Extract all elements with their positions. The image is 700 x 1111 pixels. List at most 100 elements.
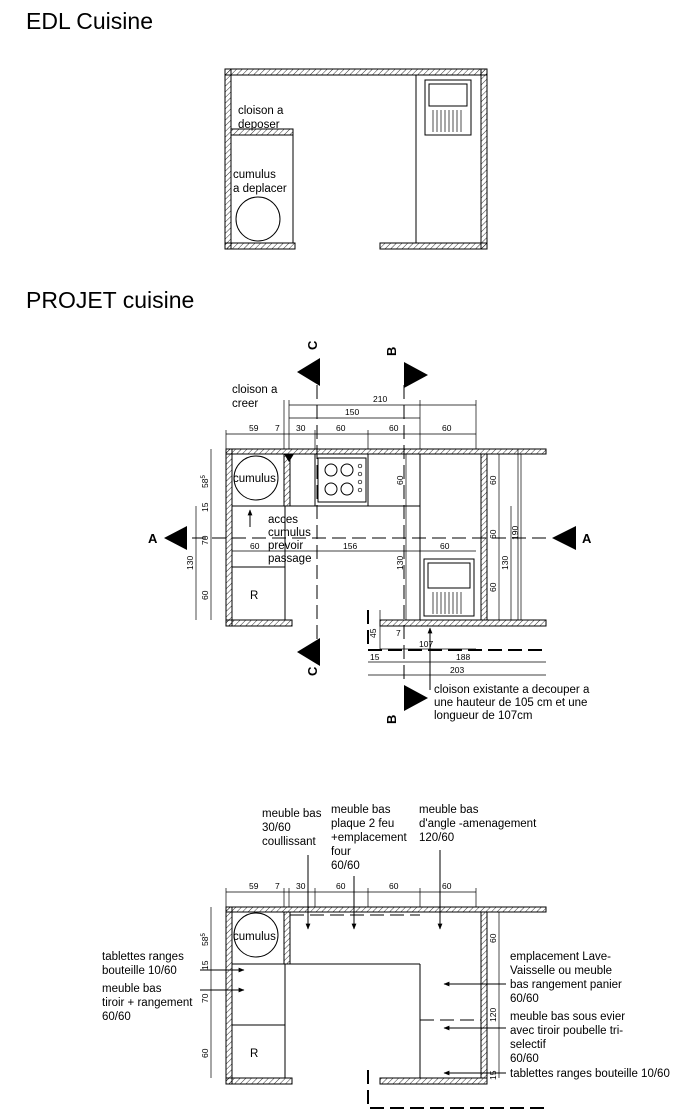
svg-text:15: 15: [200, 960, 210, 970]
plan3-wall-right-inner: [480, 911, 488, 1079]
svg-text:60: 60: [440, 541, 450, 551]
edl-title: EDL Cuisine: [26, 8, 153, 34]
svg-text:60: 60: [488, 475, 498, 485]
svg-text:130: 130: [185, 556, 195, 570]
projet-wall-top: [225, 448, 547, 455]
projet-dimensions: 210 150 59 7 30 60 60 60 585 15 70 60 13…: [185, 394, 546, 676]
svg-text:60: 60: [442, 881, 452, 891]
svg-text:130: 130: [395, 556, 405, 570]
svg-text:188: 188: [456, 652, 470, 662]
projet-label-cloison-creer: cloison a creer: [232, 384, 281, 410]
svg-text:60: 60: [488, 529, 498, 539]
projet-label-r: R: [250, 590, 258, 602]
edl-label-cloison: cloison a deposer: [238, 105, 287, 131]
plan3-wall-bottom-left: [225, 1077, 293, 1085]
projet-wall-bottom-left: [225, 619, 293, 627]
svg-text:60: 60: [250, 541, 260, 551]
svg-text:7: 7: [396, 628, 401, 638]
svg-text:45: 45: [368, 628, 378, 638]
edl-partition-to-remove: [230, 128, 294, 136]
projet-cumulus-tank: [233, 455, 279, 501]
plan3-wall-bottom-right: [379, 1077, 488, 1085]
plan3-label-cumulus: cumulus: [233, 931, 276, 943]
svg-text:107: 107: [419, 639, 433, 649]
svg-text:190: 190: [510, 526, 520, 540]
section-a-label-right: A: [582, 531, 592, 546]
projet-label-cloison-existante: cloison existante a decouper a une haute…: [434, 684, 593, 722]
svg-text:7: 7: [275, 881, 280, 891]
section-c-arrow-top: [297, 358, 320, 386]
svg-text:120: 120: [488, 1008, 498, 1022]
svg-text:60: 60: [488, 933, 498, 943]
svg-text:130: 130: [500, 556, 510, 570]
projet-wall-right-inner: [480, 453, 488, 621]
plan3-wall-top: [225, 906, 547, 913]
svg-text:60: 60: [488, 582, 498, 592]
plan3-label-lave-vaisselle: emplacement Lave- Vaisselle ou meuble ba…: [510, 951, 625, 1005]
svg-text:15: 15: [488, 1070, 498, 1080]
projet-wall-left: [225, 448, 233, 627]
svg-text:203: 203: [450, 665, 464, 675]
plan3-existing-partition: [367, 1070, 546, 1109]
edl-sink: [424, 79, 472, 136]
projet-title: PROJET cuisine: [26, 287, 194, 313]
plan3-label-angle: meuble bas d'angle -amenagement 120/60: [419, 804, 539, 844]
svg-text:30: 30: [296, 881, 306, 891]
svg-text:585: 585: [200, 475, 210, 488]
projet-wall-bottom-right: [379, 619, 547, 627]
svg-text:60: 60: [389, 423, 399, 433]
svg-text:156: 156: [343, 541, 357, 551]
svg-text:60: 60: [336, 423, 346, 433]
section-a-label-left: A: [148, 531, 158, 546]
plan3-partition: [283, 911, 291, 965]
svg-text:60: 60: [336, 881, 346, 891]
svg-text:30: 30: [296, 423, 306, 433]
svg-text:150: 150: [345, 407, 359, 417]
plan3-wall-left: [225, 906, 233, 1085]
projet-cooktop: [317, 457, 367, 503]
edl-wall-bottom-right: [379, 242, 488, 250]
section-b-label-bottom: B: [384, 715, 399, 724]
section-c-label-bottom: C: [305, 666, 320, 676]
svg-text:60: 60: [442, 423, 452, 433]
edl-cumulus-tank: [235, 196, 281, 242]
svg-text:59: 59: [249, 881, 259, 891]
svg-text:7: 7: [275, 423, 280, 433]
projet-plan: C B A A C B: [148, 340, 593, 724]
edl-wall-right: [480, 68, 488, 250]
plan3-label-tablettes-2: tablettes ranges bouteille 10/60: [510, 1068, 670, 1080]
edl-label-cumulus: cumulus a deplacer: [233, 169, 287, 195]
svg-text:585: 585: [200, 933, 210, 946]
section-a-arrow-left: [164, 526, 187, 550]
svg-text:70: 70: [200, 535, 210, 545]
projet-label-cumulus: cumulus: [233, 473, 276, 485]
section-b-arrow-bottom: [404, 685, 428, 711]
projet-label-acces-cumulus: acces cumulus prevoir passage: [268, 514, 314, 565]
plan3-label-coulissant: meuble bas 30/60 coullissant: [262, 808, 325, 848]
section-b-arrow-top: [404, 362, 428, 388]
section-a-arrow-right: [552, 526, 576, 550]
edl-wall-bottom-left: [224, 242, 296, 250]
edl-plan: cloison a deposer cumulus a deplacer: [224, 68, 488, 250]
plan3-label-evier: meuble bas sous evier avec tiroir poubel…: [510, 1011, 628, 1065]
plan3-cumulus-tank: [233, 912, 279, 958]
section-c-label-top: C: [305, 340, 320, 350]
svg-text:59: 59: [249, 423, 259, 433]
svg-text:210: 210: [373, 394, 387, 404]
svg-text:15: 15: [200, 502, 210, 512]
section-c-arrow-bottom: [297, 638, 320, 666]
svg-text:60: 60: [395, 475, 405, 485]
svg-text:70: 70: [200, 993, 210, 1003]
svg-text:60: 60: [200, 1048, 210, 1058]
plan3-dimensions: 59 7 30 60 60 60 585 15 70 60 60 120 15: [200, 881, 500, 1080]
plan3-label-r: R: [250, 1048, 258, 1060]
plan3-label-tablettes-1: tablettes ranges bouteille 10/60: [102, 951, 187, 977]
edl-wall-top: [224, 68, 488, 76]
edl-wall-left: [224, 68, 232, 250]
svg-text:60: 60: [200, 590, 210, 600]
plan3-label-plaque: meuble bas plaque 2 feu +emplacement fou…: [331, 804, 410, 872]
plan3-label-tiroir: meuble bas tiroir + rangement 60/60: [102, 983, 196, 1023]
projet-existing-partition: [367, 610, 546, 651]
svg-text:60: 60: [389, 881, 399, 891]
